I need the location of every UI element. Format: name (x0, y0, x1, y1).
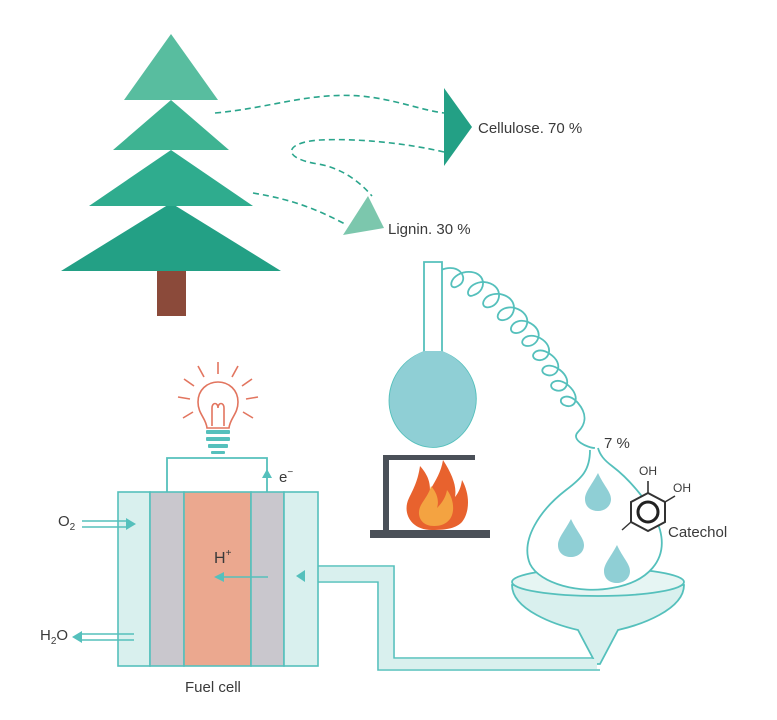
distillation-flask-icon (388, 261, 477, 448)
stand-post (383, 455, 389, 535)
feed-arrowhead (296, 570, 305, 582)
feed-pipe-fill (379, 659, 597, 669)
bulb-base-ring (211, 451, 225, 454)
tree-tier-second (113, 100, 229, 150)
oxygen-symbol: O (58, 513, 70, 530)
oh-right-label: OH (673, 481, 691, 495)
proton-arrowhead (214, 572, 224, 582)
electron-symbol: e (279, 469, 288, 486)
anode-plate (149, 491, 185, 667)
bond-connector (621, 521, 632, 531)
bulb-base-ring (206, 430, 230, 434)
flame-inner (418, 486, 454, 526)
bulb-ray (177, 396, 191, 400)
flow-to-cellulose-2 (290, 138, 445, 197)
heating-stand (370, 455, 490, 538)
bulb-glass (197, 381, 239, 429)
proton-symbol: H (214, 550, 226, 567)
condenser-coil-icon (440, 267, 596, 449)
electron-charge: − (287, 467, 294, 478)
bulb-ray (182, 411, 194, 419)
bulb-ray (242, 411, 254, 419)
proton-label: H+ (214, 549, 231, 567)
feed-pipe-fill-vertical (379, 567, 393, 667)
benzene-aromatic-circle (636, 500, 660, 524)
oh-left-label: OH (639, 464, 657, 478)
o2-in-arrowhead (126, 518, 136, 530)
catechol-label: Catechol (668, 524, 728, 541)
condenser-coil (440, 267, 596, 449)
electron-arrowhead (262, 469, 272, 478)
lignin-label: Lignin. 30 % (388, 221, 471, 238)
droplet (558, 519, 584, 557)
stand-top-bar (383, 455, 475, 460)
feed-pipe-inner (318, 581, 600, 671)
tree-tier-top (124, 34, 218, 100)
bulb-ray (245, 396, 259, 400)
bulb-ray (231, 365, 239, 378)
stand-base (370, 530, 490, 538)
flow-to-cellulose-1 (214, 94, 445, 114)
droplet (585, 473, 611, 511)
tree-tier-third (89, 150, 253, 206)
water-label: H2O (40, 628, 68, 647)
benzene-ring (630, 491, 666, 533)
feed-pipe-fill-horizontal (318, 567, 392, 581)
flask-liquid (389, 351, 476, 447)
h2o-out-arrowhead (72, 631, 82, 643)
proton-charge: + (225, 548, 232, 559)
flame-icon (406, 460, 468, 530)
water-subscript: 2 (50, 636, 57, 647)
electron-label: e− (279, 467, 294, 486)
tree-tier-bottom (61, 203, 281, 271)
cellulose-arrowhead (444, 88, 472, 166)
cellulose-label: Cellulose. 70 % (478, 120, 583, 137)
water-h: H (40, 627, 51, 644)
tree-trunk (157, 266, 186, 316)
cathode-plate (250, 491, 285, 667)
tree-icon (61, 34, 281, 316)
feed-pipe-outer (318, 565, 592, 659)
flow-arrows (72, 518, 305, 643)
dashed-flow-lines (214, 94, 445, 225)
oxygen-subscript: 2 (69, 522, 76, 533)
bulb-base-ring (208, 444, 228, 448)
bond-oh-right (664, 495, 676, 503)
funnel-bowl (511, 584, 685, 665)
collection-vessel (526, 447, 663, 591)
droplet (604, 545, 630, 583)
catechol-droplets (558, 473, 630, 583)
bulb-base-ring (206, 437, 230, 441)
water-o: O (56, 627, 69, 644)
bulb-base (206, 430, 230, 454)
fuel-cell-label: Fuel cell (185, 679, 241, 696)
flow-to-lignin (252, 192, 346, 225)
proton-membrane (183, 491, 252, 667)
bulb-ray (183, 378, 195, 387)
lignin-arrowhead (343, 196, 384, 235)
oxygen-label: O2 (58, 514, 75, 533)
bulb-ray (197, 365, 205, 378)
yield-label: 7 % (604, 435, 630, 452)
circuit-wire (166, 457, 268, 492)
lightbulb-icon (177, 362, 259, 429)
bulb-ray (241, 378, 253, 387)
benzene-ring-icon (621, 481, 676, 533)
bulb-filament (211, 402, 225, 426)
